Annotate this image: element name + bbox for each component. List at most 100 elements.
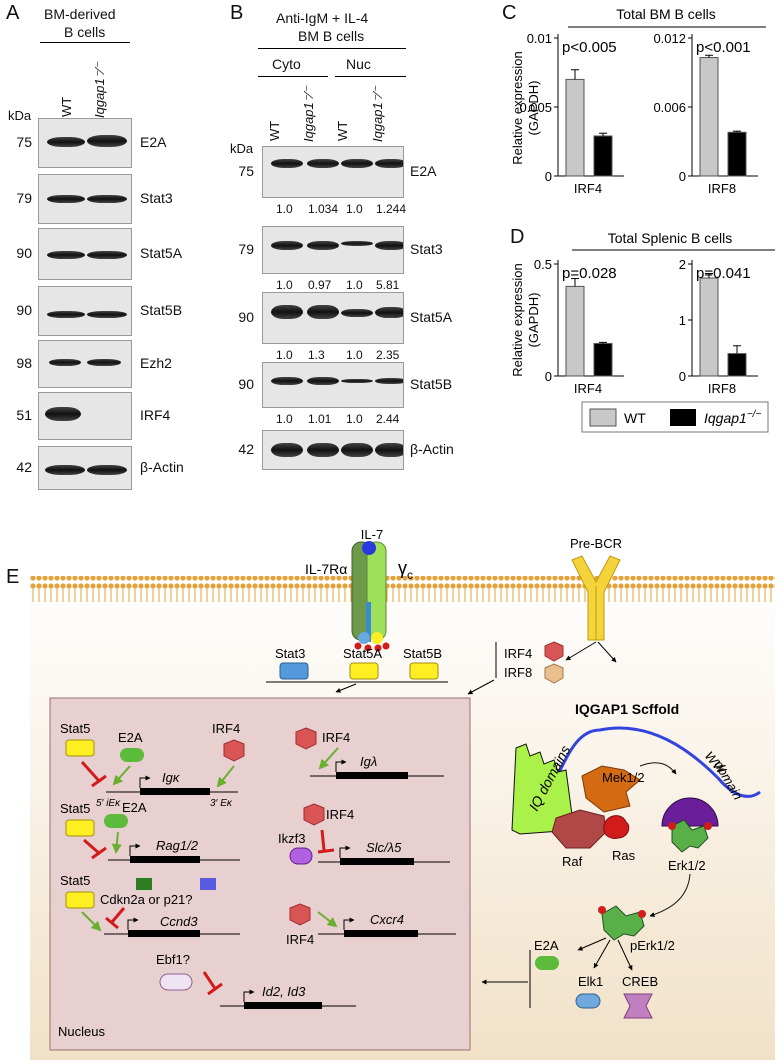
panel-label-e: E: [6, 566, 20, 588]
panel-a-blot-6: [38, 446, 132, 490]
panel-label-d: D: [510, 226, 525, 248]
panel-b-quant-value: 1.0: [276, 348, 293, 362]
panel-a-blot-0: [38, 118, 132, 168]
bar-wt: [699, 57, 719, 177]
panel-c-group-title: Total BM B cells: [616, 6, 716, 22]
panel-b-kda-0: 75: [238, 163, 254, 179]
panel-label-b: B: [230, 2, 244, 24]
panel-a-kda-4: 98: [16, 355, 32, 371]
blot-band: [307, 377, 339, 385]
perk-label: pErk1/2: [630, 938, 675, 953]
e2a-icon-2: [104, 814, 128, 828]
panel-d-ylabel-2: (GAPDH): [526, 293, 541, 348]
panel-a-lane-wt: WT: [59, 96, 74, 117]
panel-b-nuc-rule: [335, 76, 406, 77]
panel-a-protein-2: Stat5A: [140, 245, 183, 261]
irf4-label: IRF4: [504, 646, 532, 661]
irf8-label: IRF8: [504, 665, 532, 680]
y-tick-label: 0.5: [534, 257, 552, 272]
blot-band: [45, 407, 81, 421]
panel-d-ylabel-1: Relative expression: [510, 263, 525, 376]
panel-a-blot-5: [38, 392, 132, 440]
blot-band: [271, 241, 303, 250]
e2a-icon-1: [120, 748, 144, 762]
blot-band: [375, 378, 403, 384]
panel-b-quant-value: 0.97: [308, 278, 332, 292]
panel-a-blot-1: [38, 174, 132, 224]
il7-label: IL-7: [361, 530, 383, 542]
panel-b-quant-value: 2.35: [376, 348, 400, 362]
raf-shape: [551, 809, 607, 849]
stat5a-icon: [349, 662, 379, 680]
mek-label: Mek1/2: [602, 770, 645, 785]
panel-b-protein-2: Stat5A: [410, 309, 453, 325]
y-tick-label: 0: [679, 169, 686, 184]
legend-wt-label: WT: [624, 410, 646, 426]
panel-a-blot-2: [38, 228, 132, 280]
panel-b-quant-value: 2.44: [376, 412, 400, 426]
il7r-alpha-label: IL-7Rα: [305, 561, 347, 577]
panel-b-protein-4: β-Actin: [410, 441, 454, 457]
pre-bcr: Pre-BCR: [570, 536, 622, 641]
legend-ko-label: Iqgap1−/−: [704, 409, 761, 426]
perk-shape: [601, 905, 645, 941]
ccnd3-regulation: Stat5 Cdkn2a or p21? Ccnd3: [60, 873, 240, 937]
panel-a-kda-3: 90: [16, 302, 32, 318]
ras-shape: [603, 815, 630, 839]
ie-left-label: 5′ iEκ: [96, 798, 121, 809]
p-value-annotation: p=0.028: [562, 265, 617, 282]
irf4-label-3: IRF4: [326, 807, 354, 822]
panel-b-quant-value: 1.0: [346, 412, 363, 426]
panel-b-group-cyto: Cyto: [272, 56, 301, 72]
stat5-label-1: Stat5: [60, 721, 90, 736]
igl-regulation: IRF4 Igλ: [295, 727, 444, 779]
ras-label: Ras: [612, 848, 636, 863]
panel-b-blot-4: [262, 430, 404, 470]
blot-band: [47, 251, 85, 259]
x-category-label: IRF8: [708, 381, 736, 396]
panel-a-kda-5: 51: [16, 407, 32, 423]
panel-b-kda-3: 90: [238, 376, 254, 392]
x-category-label: IRF4: [574, 181, 602, 196]
elk1-icon: [575, 993, 601, 1009]
panel-d-group-title: Total Splenic B cells: [608, 230, 733, 246]
panel-b-title: Anti-IgM + IL-4: [276, 10, 369, 26]
e2a-target-icon: [535, 956, 559, 970]
iqgap1-scaffold: IQGAP1 Scffold IQ domains Mek1/2 Raf Ras…: [511, 701, 761, 917]
igk-regulation: Stat5 E2A IRF4 Igκ 5′ iEκ 3′ Eκ: [60, 721, 245, 809]
panel-b-quant-value: 1.01: [308, 412, 332, 426]
stat5-icon-1: [65, 739, 95, 757]
irf8-hexagon: [544, 663, 564, 684]
panel-label-a: A: [6, 2, 20, 24]
p-value-annotation: p=0.041: [696, 265, 751, 282]
y-tick-label: 1: [679, 313, 686, 328]
igk-gene-label: Igκ: [162, 770, 181, 785]
panel-a-protein-4: Ezh2: [140, 355, 172, 371]
elk1-label: Elk1: [578, 974, 603, 989]
blot-band: [87, 195, 127, 203]
y-tick-label: 0: [545, 169, 552, 184]
stat5b-icon: [409, 662, 439, 680]
panel-b-quant-value: 1.0: [346, 348, 363, 362]
panel-b-lane-2: Iqgap1⁻⁄⁻: [301, 86, 316, 142]
cell-membrane: [30, 576, 775, 602]
blot-band: [87, 251, 127, 259]
blot-band: [375, 159, 403, 168]
p-value-annotation: p<0.005: [562, 39, 617, 56]
cxcr4-regulation: IRF4 Cxcr4: [286, 903, 456, 947]
panel-a-kda-2: 90: [16, 245, 32, 261]
blot-band: [307, 241, 339, 250]
irf4-icon-3: [303, 803, 325, 826]
e2a-label-2: E2A: [122, 800, 147, 815]
stat5-label-2: Stat5: [60, 801, 90, 816]
panel-a-protein-3: Stat5B: [140, 302, 183, 318]
blot-band: [87, 135, 127, 147]
stat5-label-3: Stat5: [60, 873, 90, 888]
slc-gene-label: Slc/λ5: [366, 840, 402, 855]
panel-b-blot-1: [262, 226, 404, 274]
blot-band: [87, 359, 121, 366]
y-tick-label: 0.005: [519, 100, 552, 115]
blot-band: [307, 305, 339, 319]
panel-a-protein-5: IRF4: [140, 407, 171, 423]
x-category-label: IRF4: [574, 381, 602, 396]
